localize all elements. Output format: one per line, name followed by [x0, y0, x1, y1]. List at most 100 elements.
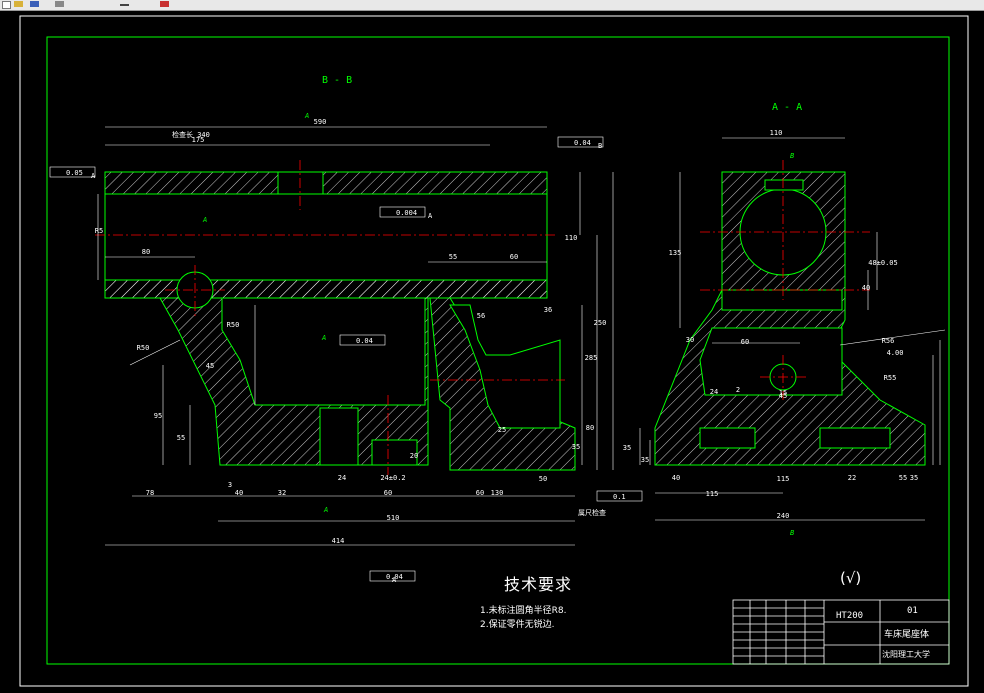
- dims-aa-dim-14: 115: [777, 475, 790, 483]
- dims-bb-dim-22: 36: [544, 306, 552, 314]
- section-mark-3: A: [321, 334, 326, 342]
- dims-aa-dim-9: R55: [884, 374, 897, 382]
- dims-aa-dim-3: 48±0.05: [868, 259, 898, 267]
- dims-bb-dim-3: 55: [449, 253, 457, 261]
- dims-bb-dim-15: 24±0.2: [380, 474, 405, 482]
- label-total-len: 检查长 340: [172, 130, 210, 139]
- dims-bb-dim-4: 60: [510, 253, 518, 261]
- aa-dimension-texts: 1101356048±0.0540452R564.00R551153524040…: [623, 129, 918, 520]
- tolerance-frame-0: [49, 166, 96, 178]
- tolerance-value-5: 0.04: [386, 573, 403, 581]
- dims-bb-dim-13: 32: [278, 489, 286, 497]
- section-mark-4: B: [790, 152, 794, 160]
- section-mark-2: A: [323, 506, 328, 514]
- save-icon[interactable]: [30, 1, 39, 7]
- section-mark-5: B: [790, 529, 794, 537]
- dims-bb-dim-9: 95: [154, 412, 162, 420]
- dims-bb-dim-27: R50: [137, 344, 150, 352]
- dims-bb-dim-23: 25: [498, 426, 506, 434]
- bb-top-bar: [104, 171, 548, 195]
- dims-bb-dim-5: 110: [565, 234, 578, 242]
- dims-bb-dim-24: 35: [572, 443, 580, 451]
- open-icon[interactable]: [14, 1, 23, 7]
- dims-aa-dim-12: 240: [777, 512, 790, 520]
- dims-aa-dim-0: 110: [770, 129, 783, 137]
- paint-icon[interactable]: [160, 1, 169, 7]
- datum-letter-3: A: [428, 212, 433, 220]
- dims-bb-dim-10: 55: [177, 434, 185, 442]
- tech-requirements-title: 技术要求: [504, 575, 573, 594]
- new-icon[interactable]: [2, 1, 11, 9]
- dims-aa-dim-8: 4.00: [887, 349, 904, 357]
- dims-aa-dim-11: 35: [910, 474, 918, 482]
- tolerance-frame-4: [596, 490, 643, 502]
- dims-aa-dim-5: 45: [779, 392, 787, 400]
- dims-bb-dim-29: 45: [206, 362, 214, 370]
- dims-bb-dim-19: 50: [539, 475, 547, 483]
- tolerance-frame-2: [379, 206, 426, 218]
- label-gap-note: 属尺检查: [578, 508, 606, 517]
- tolerance-value-3: 0.04: [356, 337, 373, 345]
- print-icon[interactable]: [55, 1, 64, 7]
- dims-aa-dim-13: 40: [672, 474, 680, 482]
- tolerance-value-1: 0.04: [574, 139, 591, 147]
- tolerance-value-2: 0.004: [396, 209, 417, 217]
- dims-aa-dim-4: 40: [862, 284, 870, 292]
- dims-aa-dim-17: 35: [623, 444, 631, 452]
- dims-aa-dim-21: 15: [779, 389, 787, 397]
- dims-bb-dim-25: 20: [410, 452, 418, 460]
- dims-aa-dim-20: 24: [710, 388, 718, 396]
- dims-aa-dim-6: 2: [736, 386, 740, 394]
- dims-aa-dim-15: 22: [848, 474, 856, 482]
- bb-cavity: [221, 297, 426, 406]
- dims-bb-dim-20: 510: [387, 514, 400, 522]
- dims-aa-dim-10: 115: [706, 490, 719, 498]
- tolerance-frame-5: [369, 570, 416, 582]
- dims-aa-dim-16: 55: [899, 474, 907, 482]
- title-number: 01: [907, 606, 918, 616]
- section-aa: [654, 171, 926, 466]
- dims-bb-dim-30: 56: [477, 312, 485, 320]
- outer-border: [19, 15, 969, 687]
- tolerance-value-0: 0.05: [66, 169, 83, 177]
- section-aa-label: A - A: [772, 102, 802, 113]
- tolerance-frame-3: [339, 334, 386, 346]
- dims-bb-dim-2: 80: [142, 248, 150, 256]
- dims-bb-dim-14: 24: [338, 474, 346, 482]
- dims-bb-dim-16: 60: [384, 489, 392, 497]
- dims-bb-dim-0: 590: [314, 118, 327, 126]
- dims-bb-dim-28: R50: [227, 321, 240, 329]
- title-block: [732, 599, 950, 665]
- dims-aa-dim-19: 30: [686, 336, 694, 344]
- dims-bb-dim-8: 80: [586, 424, 594, 432]
- tech-note-2: 2.保证零件无锐边.: [480, 620, 555, 630]
- dims-aa-dim-2: 60: [741, 338, 749, 346]
- dims-bb-dim-1: 175: [192, 136, 205, 144]
- roughness-symbol: (√): [840, 569, 862, 587]
- inner-border: [46, 36, 950, 665]
- section-mark-0: A: [304, 112, 309, 120]
- dims-bb-dim-17: 60: [476, 489, 484, 497]
- section-mark-1: A: [202, 216, 207, 224]
- title-material: HT200: [836, 611, 863, 621]
- dims-bb-dim-31: R5: [95, 227, 103, 235]
- dims-bb-dim-26: 3: [228, 481, 232, 489]
- dims-bb-dim-11: 78: [146, 489, 154, 497]
- title-part-name: 车床尾座体: [884, 628, 929, 640]
- toolbar: [0, 0, 984, 11]
- dims-bb-dim-21: 414: [332, 537, 345, 545]
- tolerance-value-4: 0.1: [613, 493, 626, 501]
- dims-bb-dim-7: 285: [585, 354, 598, 362]
- section-bb: [104, 171, 576, 471]
- tolerance-frame-1: [557, 136, 604, 148]
- datum-letter-2: A: [392, 576, 397, 584]
- datum-letter-1: B: [598, 142, 602, 150]
- tech-note-1: 1.未标注圆角半径R8.: [480, 606, 567, 616]
- dims-bb-dim-12: 40: [235, 489, 243, 497]
- dims-aa-dim-1: 135: [669, 249, 682, 257]
- undo-icon[interactable]: [120, 4, 129, 6]
- dims-bb-dim-18: 130: [491, 489, 504, 497]
